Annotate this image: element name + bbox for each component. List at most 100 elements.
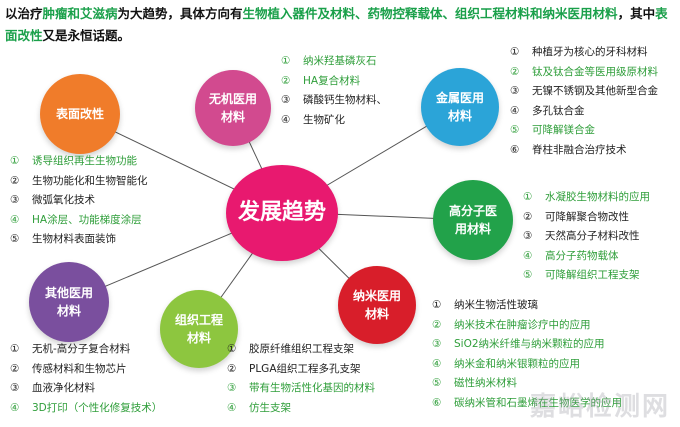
list-item-text: SiO2纳米纤维与纳米颗粒的应用 — [454, 338, 605, 350]
list-item-number: ⑤ — [10, 233, 20, 245]
list-item-number: ③ — [10, 382, 20, 394]
list-item-text: 纳米技术在肿瘤诊疗中的应用 — [454, 318, 591, 331]
list-item-number: ⑤ — [523, 269, 533, 281]
list-surface: ① 诱导组织再生生物功能 ② 生物功能化和生物智能化 ③ 微弧氧化技术 ④ HA涂层、功能梯度… — [10, 152, 148, 250]
node-tissue: 组织工程 材料 — [160, 290, 238, 368]
list-item: ② 钛及钛合金等医用级原材料 — [510, 63, 658, 83]
list-item-number: ② — [227, 362, 237, 375]
list-nano: ① 纳米生物活性玻璃 ② 纳米技术在肿瘤诊疗中的应用 ③ SiO2纳米纤维与纳米颗粒的应用… — [432, 296, 622, 413]
list-item: ① 诱导组织再生生物功能 — [10, 152, 148, 172]
node-nano-label: 纳米医用 材料 — [352, 289, 401, 321]
list-item: ③ 微弧氧化技术 — [10, 191, 148, 211]
node-polymer: 高分子医 用材料 — [433, 180, 513, 260]
list-item-text: 多孔钛合金 — [532, 104, 585, 117]
node-tissue-label: 组织工程 材料 — [174, 313, 223, 345]
list-item-text: PLGA组织工程多孔支架 — [249, 362, 361, 375]
list-item-number: ② — [432, 318, 442, 331]
list-item-text: 胶原纤维组织工程支架 — [249, 343, 354, 355]
list-item-text: 带有生物活性化基因的材料 — [249, 382, 375, 394]
list-item-number: ③ — [227, 382, 237, 394]
list-item-text: 纳米羟基磷灰石 — [303, 55, 377, 67]
node-inorganic: 无机医用 材料 — [195, 70, 271, 146]
node-metal-label: 金属医用 材料 — [435, 91, 484, 123]
list-item-text: 生物功能化和生物智能化 — [32, 174, 148, 187]
list-item: ② 生物功能化和生物智能化 — [10, 172, 148, 192]
list-item-number: ④ — [432, 357, 442, 370]
list-item-text: 微弧氧化技术 — [32, 194, 95, 206]
list-item-text: 纳米生物活性玻璃 — [454, 299, 538, 311]
list-item-number: ② — [10, 174, 20, 187]
list-item-number: ③ — [10, 194, 20, 206]
list-item-number: ④ — [10, 213, 20, 226]
list-item-number: ② — [510, 65, 520, 78]
list-item: ① 纳米羟基磷灰石 — [281, 52, 387, 72]
list-item-text: 水凝胶生物材料的应用 — [545, 191, 650, 203]
node-metal: 金属医用 材料 — [421, 68, 499, 146]
list-item-text: 可降解镁合金 — [532, 124, 595, 136]
list-item-number: ① — [10, 155, 20, 167]
list-item: ① 纳米生物活性玻璃 — [432, 296, 622, 316]
list-item-text: HA涂层、功能梯度涂层 — [32, 213, 142, 226]
list-item-text: 无机-高分子复合材料 — [32, 343, 131, 355]
node-polymer-label: 高分子医 用材料 — [448, 204, 497, 236]
list-item: ① 水凝胶生物材料的应用 — [523, 188, 650, 208]
list-item-text: 生物材料表面装饰 — [32, 233, 116, 245]
list-item-text: 可降解组织工程支架 — [545, 269, 640, 281]
list-item: ⑤ 生物材料表面装饰 — [10, 230, 148, 250]
list-item: ③ 带有生物活性化基因的材料 — [227, 379, 375, 399]
list-item-text: 种植牙为核心的牙科材料 — [532, 46, 648, 58]
list-item-text: 磁性纳米材料 — [454, 377, 517, 389]
list-item: ④ 3D打印（个性化修复技术） — [10, 399, 162, 419]
list-item-number: ① — [510, 46, 520, 58]
list-item: ⑥ 碳纳米管和石墨烯在生物医学的应用 — [432, 394, 622, 414]
list-item-number: ③ — [432, 338, 442, 350]
list-item-number: ④ — [281, 113, 291, 126]
list-item-number: ① — [227, 343, 237, 355]
list-item-number: ⑥ — [432, 396, 442, 409]
list-item: ④ HA涂层、功能梯度涂层 — [10, 211, 148, 231]
node-surface-label: 表面改性 — [55, 107, 104, 121]
node-nano: 纳米医用 材料 — [338, 266, 416, 344]
list-item: ① 无机-高分子复合材料 — [10, 340, 162, 360]
center-label: 发展趋势 — [237, 200, 326, 225]
list-item-text: 仿生支架 — [249, 401, 291, 414]
list-item-number: ② — [281, 74, 291, 87]
list-item: ③ 无镍不锈钢及其他新型合金 — [510, 82, 658, 102]
list-item-number: ⑤ — [510, 124, 520, 136]
list-item-text: 传感材料和生物芯片 — [32, 362, 127, 375]
list-item: ③ SiO2纳米纤维与纳米颗粒的应用 — [432, 335, 622, 355]
list-item: ④ 高分子药物载体 — [523, 247, 650, 267]
watermark: 嘉峪检测网 — [529, 392, 670, 422]
list-item-number: ① — [281, 55, 291, 67]
list-item: ② PLGA组织工程多孔支架 — [227, 360, 375, 380]
list-item: ⑤ 可降解镁合金 — [510, 121, 658, 141]
list-item-number: ① — [523, 191, 533, 203]
list-item-text: 诱导组织再生生物功能 — [32, 155, 137, 167]
center-node: 发展趋势 — [226, 165, 338, 261]
list-item: ⑤ 可降解组织工程支架 — [523, 266, 650, 286]
list-item-text: 可降解聚合物改性 — [545, 210, 629, 223]
list-item-text: 生物矿化 — [303, 113, 345, 126]
list-item-text: 高分子药物载体 — [545, 249, 619, 262]
list-item-number: ④ — [523, 249, 533, 262]
list-item-text: 钛及钛合金等医用级原材料 — [532, 65, 658, 78]
list-item-number: ① — [432, 299, 442, 311]
list-item-number: ③ — [510, 85, 520, 97]
list-item-text: 3D打印（个性化修复技术） — [32, 401, 163, 414]
list-item: ② 纳米技术在肿瘤诊疗中的应用 — [432, 316, 622, 336]
list-item-text: 无镍不锈钢及其他新型合金 — [532, 85, 658, 97]
node-other-label: 其他医用 材料 — [44, 286, 93, 318]
list-item-text: 碳纳米管和石墨烯在生物医学的应用 — [454, 396, 622, 409]
list-item-number: ④ — [10, 401, 20, 414]
list-item-number: ① — [10, 343, 20, 355]
list-item-text: 脊柱非融合治疗技术 — [532, 143, 627, 156]
list-item-text: 纳米金和纳米银颗粒的应用 — [454, 357, 580, 370]
